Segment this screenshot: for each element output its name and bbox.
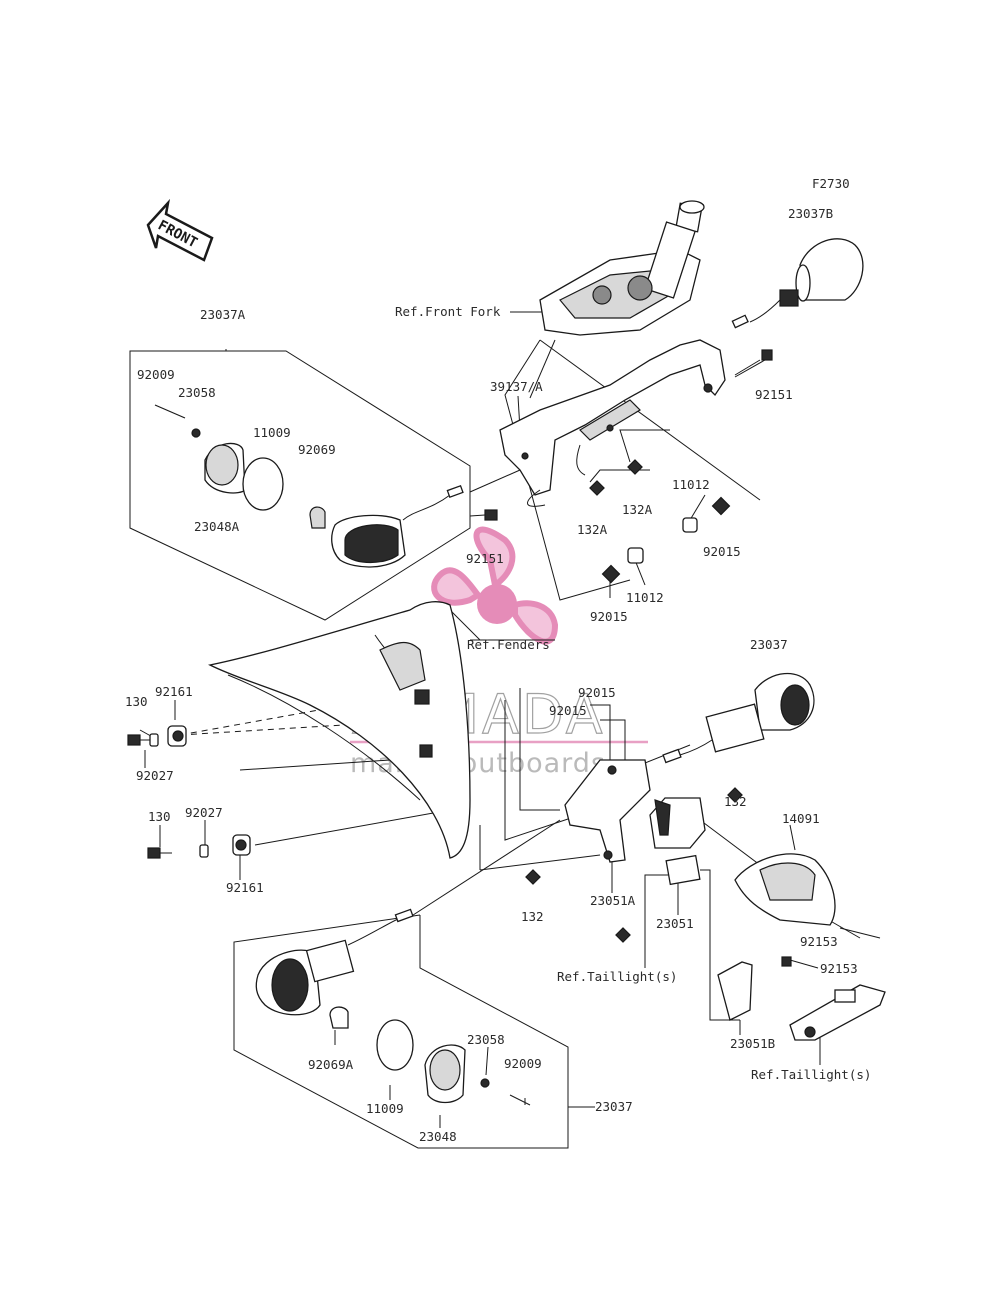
label-11009-bottom: 11009 [366,1101,404,1116]
label-92009-top: 92009 [137,367,175,382]
label-92015-4: 92015 [549,703,587,718]
label-11012-2: 11012 [626,590,664,605]
label-ref-taillight-2: Ref.Taillight(s) [751,1067,871,1082]
label-92151-left: 92151 [466,551,504,566]
label-92161-2: 92161 [226,880,264,895]
label-23037-bottom: 23037 [595,1099,633,1114]
label-23051B: 23051B [730,1036,775,1051]
rear-mount-fasteners [127,725,251,859]
label-ref-front-fork: Ref.Front Fork [395,304,501,319]
label-130-1: 130 [125,694,148,709]
watermark-propeller-logo [431,526,559,645]
label-92161-1: 92161 [155,684,193,699]
label-132-1: 132 [724,794,747,809]
rear-fender [208,601,471,859]
label-23058-bottom: 23058 [467,1032,505,1047]
label-23048: 23048 [419,1129,457,1144]
label-14091: 14091 [782,811,820,826]
label-23048A: 23048A [194,519,240,534]
label-92153-2: 92153 [820,961,858,976]
label-23037B: 23037B [788,206,833,221]
label-132A-2: 132A [622,502,653,517]
label-ref-taillight-1: Ref.Taillight(s) [557,969,677,984]
upper-right-fasteners [469,349,773,584]
label-23051: 23051 [656,916,694,931]
label-92151-right: 92151 [755,387,793,402]
label-130-2: 130 [148,809,171,824]
label-23037A: 23037A [200,307,246,322]
front-fork-bracket [539,200,705,336]
label-92027-1: 92027 [136,768,174,783]
front-direction-arrow: FRONT [146,198,214,262]
rear-right-turn-signal [662,672,815,764]
taillight-bracket [717,961,886,1041]
label-132-2: 132 [521,909,544,924]
figure-code: F2730 [812,176,850,191]
rear-signal-brackets [525,759,743,943]
leader-lines [129,311,861,1149]
label-39137A: 39137/A [490,379,543,394]
label-11012-1: 11012 [672,477,710,492]
label-92153-1: 92153 [800,934,838,949]
label-92015-1: 92015 [703,544,741,559]
label-23051A: 23051A [590,893,636,908]
label-92069A: 92069A [308,1057,354,1072]
rear-left-turn-signal-parts [255,908,531,1106]
label-132A-1: 132A [577,522,608,537]
label-92027-2: 92027 [185,805,223,820]
label-23037-right: 23037 [750,637,788,652]
label-92069: 92069 [298,442,336,457]
label-92009-bottom: 92009 [504,1056,542,1071]
label-92015-2: 92015 [590,609,628,624]
label-ref-fenders: Ref.Fenders [467,637,550,652]
turn-signal-bracket [499,339,726,507]
label-11009-top: 11009 [253,425,291,440]
part-labels: 23037B Ref.Front Fork 23037A 92009 23058… [125,206,871,1144]
label-23058-top: 23058 [178,385,216,400]
front-left-turn-signal-parts [154,404,464,568]
label-92015-3: 92015 [578,685,616,700]
rear-cover [734,853,881,967]
front-right-turn-signal [731,238,864,329]
